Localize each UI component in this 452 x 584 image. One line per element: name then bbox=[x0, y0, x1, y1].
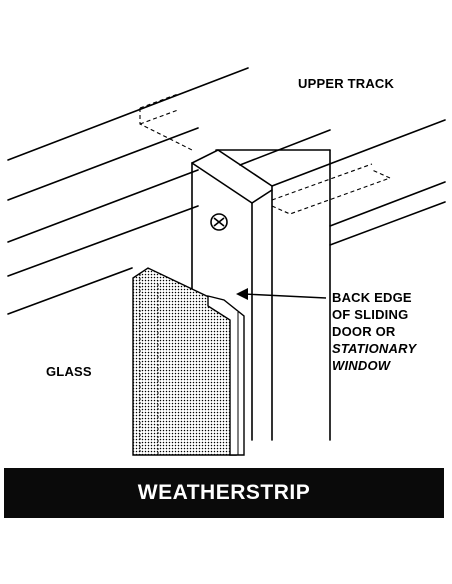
upper-track-hidden-outline bbox=[139, 93, 179, 109]
upper-track-hidden-outline bbox=[271, 163, 373, 201]
pointer-arrow bbox=[236, 288, 327, 300]
door-stile-edge bbox=[191, 162, 253, 204]
track-rail-line bbox=[329, 201, 446, 246]
track-rail-line bbox=[7, 127, 199, 201]
upper-track-hidden-outline bbox=[271, 169, 392, 215]
upper-track-hidden-outline bbox=[139, 109, 179, 125]
back-edge-line-4: STATIONARY bbox=[332, 341, 417, 356]
track-rail-line bbox=[7, 205, 199, 277]
door-stile-edge bbox=[251, 189, 273, 204]
title-banner: WEATHERSTRIP bbox=[4, 468, 444, 518]
track-rail-line bbox=[7, 267, 133, 315]
back-edge-line-1: BACK EDGE bbox=[332, 290, 412, 305]
track-rail-line bbox=[271, 119, 446, 187]
glass-label: GLASS bbox=[46, 364, 92, 379]
back-edge-line-2: OF SLIDING bbox=[332, 307, 409, 322]
glass-panel bbox=[132, 267, 237, 456]
track-rail-line bbox=[7, 67, 249, 161]
upper-track-label: UPPER TRACK bbox=[298, 76, 395, 91]
banner-title: WEATHERSTRIP bbox=[137, 481, 311, 504]
back-edge-line-3: DOOR OR bbox=[332, 324, 396, 339]
back-edge-line-5: WINDOW bbox=[332, 358, 391, 373]
track-rail-line bbox=[239, 129, 331, 166]
track-rail-line bbox=[329, 181, 446, 227]
screw-icon bbox=[210, 213, 228, 231]
weatherstrip-strip bbox=[207, 295, 245, 456]
upper-track-hidden-outline bbox=[139, 108, 193, 151]
track-rail-line bbox=[7, 169, 199, 243]
